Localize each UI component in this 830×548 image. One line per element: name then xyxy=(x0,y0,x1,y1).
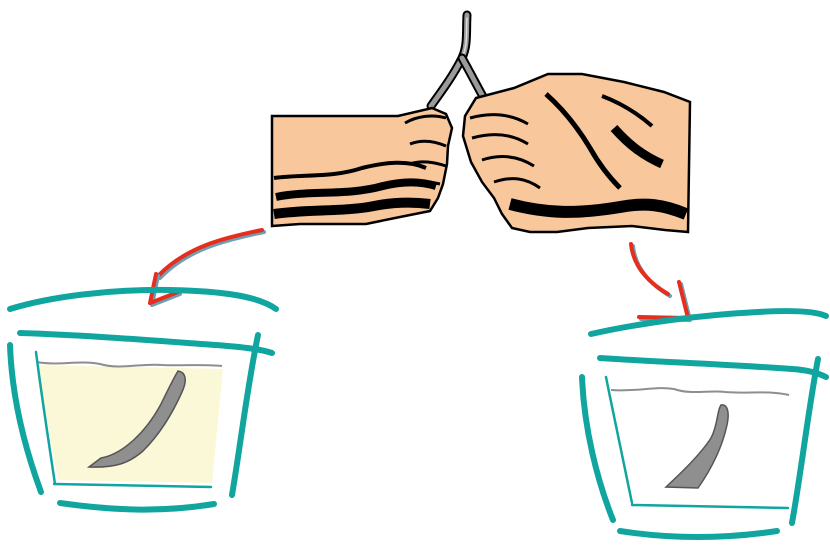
right-hand-icon xyxy=(463,74,690,232)
curved-arrow-down-right-icon xyxy=(631,244,690,320)
cup-with-water-icon xyxy=(582,311,826,537)
wishbone-icon xyxy=(431,15,486,106)
cup-with-liquid-icon xyxy=(10,290,276,510)
hands-pulling-wishbone-icon xyxy=(272,15,690,232)
left-hand-icon xyxy=(272,108,452,226)
